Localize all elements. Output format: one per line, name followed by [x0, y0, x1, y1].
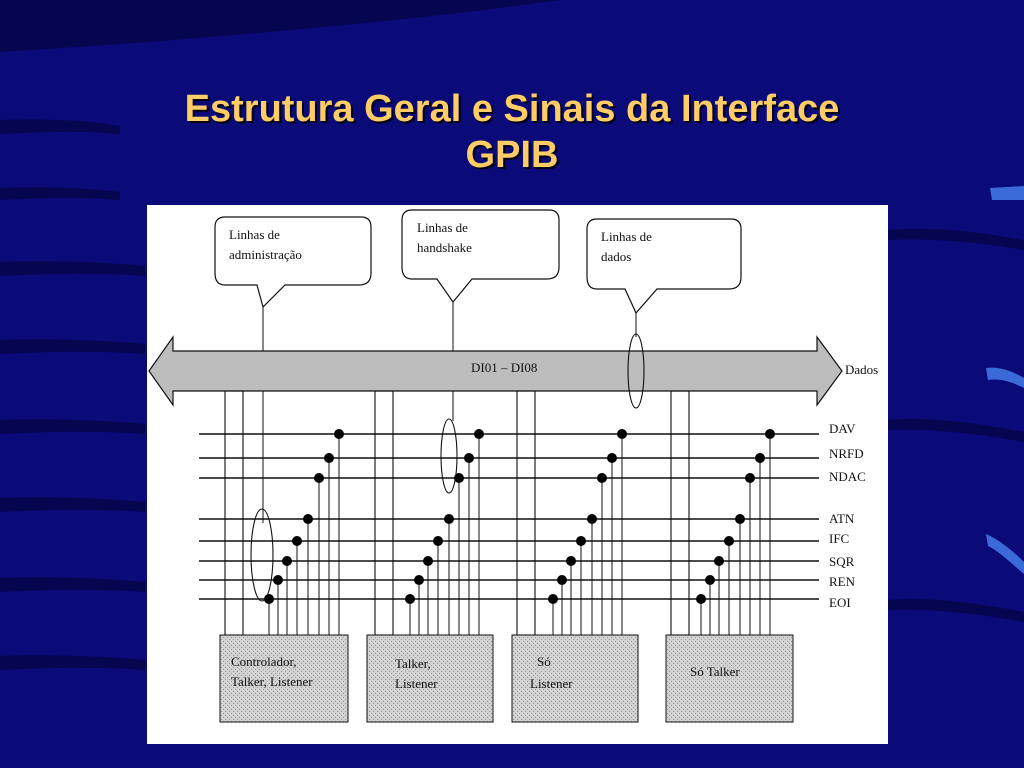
device-1-line-2: Talker, Listener [231, 674, 313, 689]
tap-dot-device-3-ren [557, 575, 567, 585]
signal-label-ren: REN [829, 574, 856, 589]
signal-label-dav: DAV [829, 421, 856, 436]
tap-dot-device-2-atn [444, 514, 454, 524]
tap-dot-device-4-nrfd [755, 453, 765, 463]
callout-handshake: Linhas de handshake [401, 209, 560, 303]
callout-data-line-1: Linhas de [601, 229, 652, 244]
tap-dot-device-4-ren [705, 575, 715, 585]
tap-dot-device-4-sqr [714, 556, 724, 566]
signal-label-nrfd: NRFD [829, 446, 864, 461]
signal-label-eoi: EOI [829, 595, 851, 610]
device-4-line-1: Só Talker [690, 664, 740, 679]
callout-management: Linhas de administração [214, 216, 372, 309]
device-2-line-2: Listener [395, 676, 438, 691]
highlight-ellipses [250, 333, 645, 602]
tap-dot-device-3-dav [617, 429, 627, 439]
callout-handshake-line-1: Linhas de [417, 220, 468, 235]
tap-dot-device-3-eoi [548, 594, 558, 604]
slide-title-line-2: GPIB [465, 134, 559, 176]
signal-labels: DAV NRFD NDAC ATN IFC SQR REN EOI [829, 421, 866, 610]
signal-label-ndac: NDAC [829, 469, 866, 484]
tap-dot-device-4-eoi [696, 594, 706, 604]
tap-dot-device-4-atn [735, 514, 745, 524]
device-talker-listener: Talker, Listener [366, 634, 494, 723]
tap-dot-device-4-ndac [745, 473, 755, 483]
tap-dot-device-4-ifc [724, 536, 734, 546]
tap-dot-device-2-nrfd [464, 453, 474, 463]
callout-handshake-line-2: handshake [417, 240, 472, 255]
tap-dot-device-4-dav [765, 429, 775, 439]
tap-dot-device-2-ren [414, 575, 424, 585]
tap-dot-device-3-sqr [566, 556, 576, 566]
tap-dot-device-2-sqr [423, 556, 433, 566]
tap-dot-device-1-atn [303, 514, 313, 524]
tap-dot-device-3-nrfd [607, 453, 617, 463]
signal-label-atn: ATN [829, 511, 855, 526]
device-controller-talker-listener: Controlador, Talker, Listener [219, 634, 349, 723]
signal-label-sqr: SQR [829, 554, 855, 569]
tap-dot-device-3-ifc [576, 536, 586, 546]
callout-data: Linhas de dados [586, 218, 742, 315]
device-listener-only: Só Listener [511, 634, 639, 723]
device-1-line-1: Controlador, [231, 654, 297, 669]
tap-dot-device-3-ndac [597, 473, 607, 483]
callout-data-line-2: dados [601, 249, 631, 264]
device-2-line-1: Talker, [395, 656, 431, 671]
device-3-line-1: Só [537, 654, 551, 669]
tap-dot-device-1-dav [334, 429, 344, 439]
callout-management-line-1: Linhas de [229, 227, 280, 242]
tap-dot-device-2-eoi [405, 594, 415, 604]
gpib-diagram: Linhas de administração Linhas de handsh… [147, 205, 888, 744]
tap-dot-device-2-ndac [454, 473, 464, 483]
tap-dot-device-1-ren [273, 575, 283, 585]
tap-dot-device-1-nrfd [324, 453, 334, 463]
data-bus-label: DI01 – DI08 [471, 360, 537, 375]
signal-lines [199, 433, 819, 600]
tap-dot-device-1-ndac [314, 473, 324, 483]
device-talker-only: Só Talker [665, 634, 794, 723]
background-stripes [0, 0, 1024, 670]
signal-label-ifc: IFC [829, 531, 849, 546]
background-accents [986, 186, 1024, 574]
slide-title-line-1: Estrutura Geral e Sinais da Interface [184, 88, 840, 130]
device-taps [264, 429, 775, 635]
tap-dot-device-2-dav [474, 429, 484, 439]
callout-management-line-2: administração [229, 247, 302, 262]
data-label: Dados [845, 362, 878, 377]
tap-dot-device-3-atn [587, 514, 597, 524]
device-3-line-2: Listener [530, 676, 573, 691]
data-bus-arrow: DI01 – DI08 Dados [148, 335, 878, 407]
slide-title: Estrutura Geral e Sinais da Interface GP… [0, 86, 1024, 178]
tap-dot-device-1-sqr [282, 556, 292, 566]
tap-dot-device-2-ifc [433, 536, 443, 546]
tap-dot-device-1-ifc [292, 536, 302, 546]
